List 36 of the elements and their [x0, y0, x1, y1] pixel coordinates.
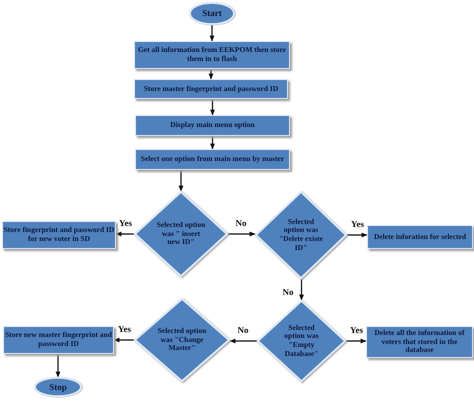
edge-label: No: [236, 326, 250, 335]
process-box: [2, 221, 116, 249]
terminal-ellipse: [189, 2, 235, 25]
arrow: [208, 69, 214, 80]
process-box: [135, 149, 290, 170]
node-text: Stop: [49, 382, 67, 392]
arrow: [178, 170, 184, 192]
arrow: [115, 232, 134, 236]
process-box: [367, 225, 473, 249]
edge-label: Yes: [350, 220, 365, 229]
arrow: [228, 232, 256, 236]
terminal-ellipse: [34, 377, 82, 397]
edge-label: Yes: [117, 325, 132, 334]
arrow: [56, 354, 60, 378]
arrow: [113, 338, 134, 342]
arrow: [210, 99, 215, 116]
decision-diamond: [134, 298, 230, 382]
arrow: [229, 338, 257, 344]
process-box: [134, 79, 288, 99]
arrow: [299, 279, 304, 301]
process-box: [134, 41, 290, 69]
edge-label: No: [234, 219, 248, 228]
arrow: [347, 232, 368, 238]
node-text: Start: [202, 8, 222, 19]
process-box: [135, 115, 290, 136]
edge-label: No: [282, 288, 294, 296]
decision-diamond: [134, 191, 228, 277]
arrow: [210, 136, 215, 150]
arrow: [210, 25, 214, 42]
decision-diamond: [255, 191, 347, 279]
decision-diamond: [257, 300, 346, 382]
process-box: [366, 326, 473, 358]
arrow: [346, 338, 367, 344]
edge-label: Yes: [349, 326, 364, 335]
edge-label: Yes: [118, 219, 133, 228]
process-box: [3, 326, 114, 354]
